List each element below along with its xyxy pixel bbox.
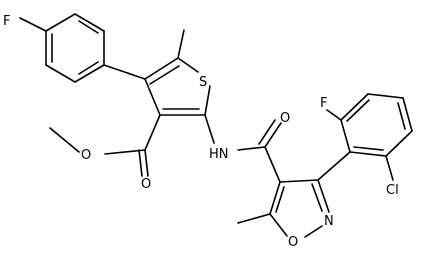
methyl-thiophene <box>177 29 185 59</box>
amide-linker <box>204 114 282 183</box>
ester-oxygen-double-label: O <box>141 177 151 192</box>
methyl-isoxazole <box>237 213 271 224</box>
bond-phenyl-thiophene <box>103 64 146 80</box>
bond-f-aryl <box>326 109 342 121</box>
chlorofluorophenyl-ring <box>340 93 413 157</box>
isoxazole-oxygen-label: O <box>288 235 298 250</box>
fluorine-label-top: F <box>3 14 10 29</box>
ester-oxygen-single-label: O <box>81 148 91 163</box>
chlorine-label: Cl <box>386 183 399 198</box>
fluorine-label-right: F <box>320 96 327 111</box>
nh-label: HN <box>209 147 229 162</box>
methyl-ester <box>49 114 161 177</box>
thiophene-ring <box>144 57 211 116</box>
isoxazole-ring <box>269 179 330 238</box>
isoxazole-nitrogen-label: N <box>324 214 334 229</box>
bond-isoxazole-aryl <box>317 151 351 181</box>
amide-oxygen-label: O <box>280 111 290 126</box>
bond-f-phenyl <box>19 17 47 32</box>
bond-cl-aryl <box>385 155 394 181</box>
sulfur-label: S <box>199 75 207 90</box>
fluorophenyl-ring <box>45 13 105 83</box>
